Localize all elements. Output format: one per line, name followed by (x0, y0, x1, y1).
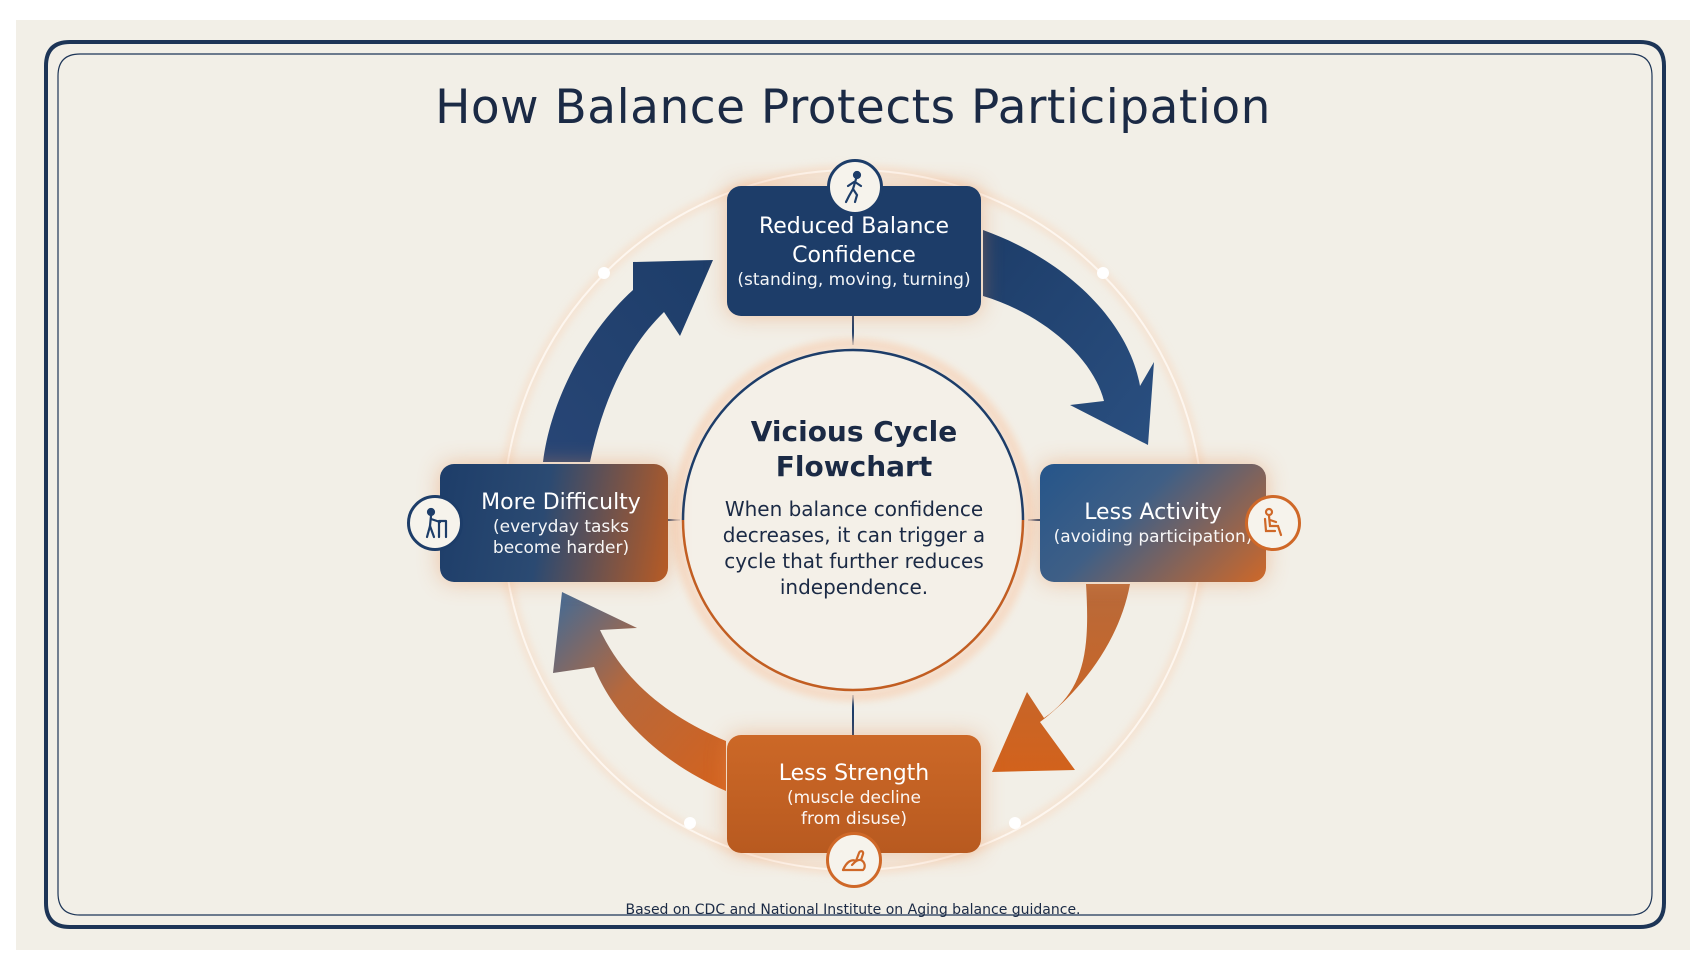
arrow-right-to-bottom (992, 584, 1130, 772)
node-title: More Difficulty (481, 489, 641, 515)
node-title: Less Activity (1084, 500, 1222, 525)
node-subtitle: (standing, moving, turning) (737, 269, 971, 290)
node-less-activity: Less Activity (avoiding participation) (1040, 464, 1266, 582)
arrow-bottom-to-left (553, 592, 726, 791)
arrow-left-to-top (543, 260, 713, 462)
walker-person-icon (407, 495, 463, 551)
node-more-difficulty: More Difficulty (everyday tasks become h… (440, 464, 668, 582)
seated-person-icon (1245, 495, 1301, 551)
center-description: When balance confidence decreases, it ca… (722, 497, 986, 599)
node-subtitle: (avoiding participation) (1053, 527, 1253, 547)
node-subtitle: (muscle decline from disuse) (786, 787, 922, 829)
center-heading: Vicious Cycle Flowchart (750, 415, 958, 483)
node-title: Reduced Balance Confidence (758, 213, 950, 268)
node-subtitle: (everyday tasks become harder) (492, 516, 630, 558)
walking-person-icon (827, 159, 883, 215)
node-title: Less Strength (778, 760, 930, 786)
center-circle (683, 350, 1023, 690)
source-footnote: Based on CDC and National Institute on A… (625, 902, 1081, 918)
flexed-arm-icon (826, 832, 882, 888)
page-title: How Balance Protects Participation (435, 80, 1271, 135)
arrow-top-to-right (983, 230, 1154, 445)
